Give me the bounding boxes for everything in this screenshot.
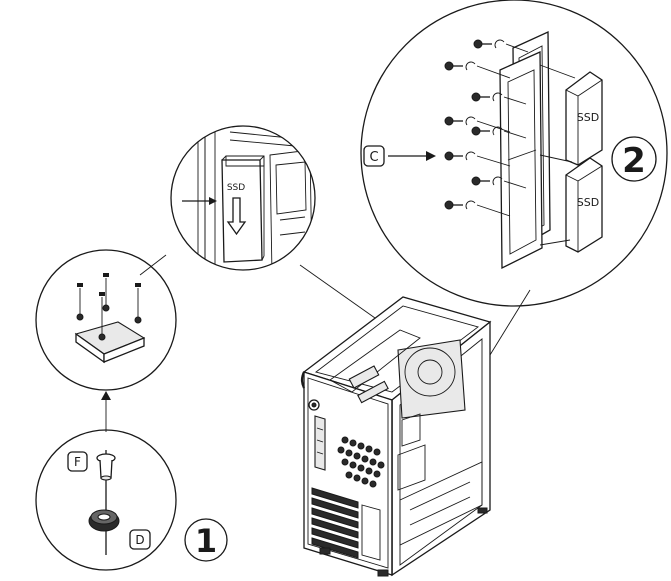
screw-icon bbox=[444, 151, 511, 167]
screw-icon bbox=[471, 126, 527, 139]
ssd-detail-label: SSD bbox=[227, 183, 245, 193]
arrow-icon bbox=[182, 197, 217, 205]
screw-icon bbox=[444, 61, 511, 79]
arrow-icon bbox=[226, 197, 247, 236]
screw-icon bbox=[98, 292, 106, 341]
part-c-label: C bbox=[369, 150, 378, 165]
pc-case bbox=[300, 296, 492, 577]
screw-icon bbox=[102, 273, 110, 312]
part-f-badge: F bbox=[67, 451, 88, 472]
part-d-badge: D bbox=[129, 529, 151, 550]
ssd-screws-detail bbox=[35, 249, 177, 391]
grommet-ring-icon bbox=[88, 509, 120, 532]
step-2-badge: 2 bbox=[611, 136, 657, 182]
ssd-top-label: SSD bbox=[577, 111, 599, 124]
ssd-bottom-label: SSD bbox=[577, 196, 599, 209]
part-c-badge: C bbox=[363, 145, 385, 167]
grommet-pin-icon bbox=[96, 453, 116, 481]
screw-icon bbox=[473, 39, 529, 53]
step-2-label: 2 bbox=[622, 141, 646, 181]
front-grill bbox=[337, 436, 385, 488]
grommet-detail: F D 1 bbox=[35, 429, 228, 571]
part-d-label: D bbox=[135, 533, 144, 547]
pci-slots bbox=[311, 487, 359, 559]
connector-lines bbox=[101, 254, 531, 432]
screw-icon bbox=[444, 116, 511, 133]
part-f-label: F bbox=[74, 455, 81, 469]
step-1-badge: 1 bbox=[184, 518, 228, 562]
screw-icon bbox=[471, 92, 527, 105]
screw-icon bbox=[76, 283, 84, 321]
ssd-bracket-detail: SSD SSD bbox=[360, 0, 668, 307]
step-1-label: 1 bbox=[195, 522, 217, 560]
ssd-slide-detail: SSD bbox=[170, 125, 316, 271]
screw-icon bbox=[444, 200, 511, 217]
screw-icon bbox=[134, 283, 142, 324]
arrow-icon bbox=[388, 151, 436, 161]
screw-icon bbox=[471, 176, 527, 189]
